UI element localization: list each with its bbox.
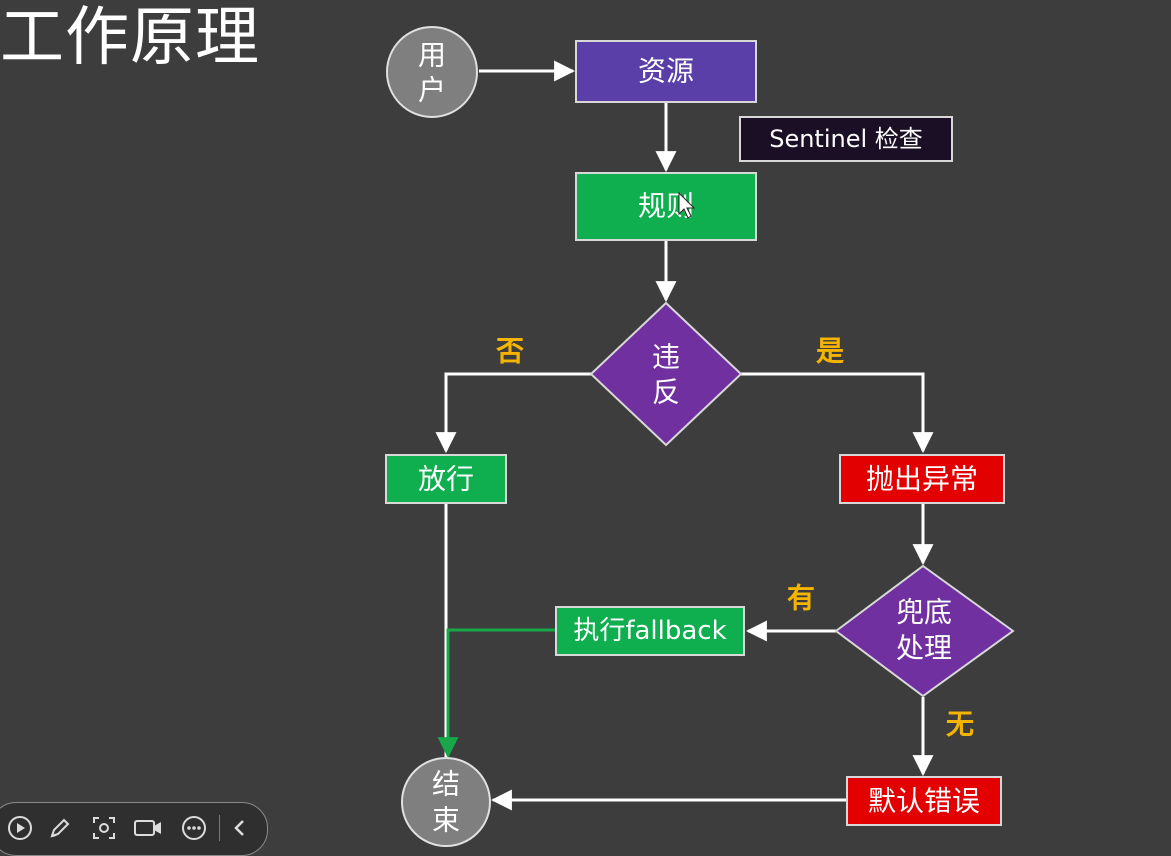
edge-label-none: 无 — [946, 708, 974, 741]
edge-violate-throw — [741, 372, 934, 454]
node-exec-fallback-label: 执行fallback — [573, 616, 726, 646]
page-title: 工作原理 — [0, 1, 260, 75]
pen-icon[interactable] — [47, 815, 73, 841]
edge-label-no: 否 — [496, 335, 524, 368]
node-sentinel-label: Sentinel 检查 — [769, 125, 923, 153]
node-end-line1: 结 — [432, 768, 460, 801]
camera-icon[interactable] — [133, 815, 163, 841]
player-toolbar — [0, 802, 268, 856]
node-throw-label: 抛出异常 — [866, 463, 978, 496]
node-pass-label: 放行 — [418, 463, 474, 496]
node-default-error-label: 默认错误 — [868, 785, 980, 818]
edges — [435, 60, 934, 811]
edge-label-yes: 是 — [816, 335, 844, 368]
node-end-line2: 束 — [432, 804, 460, 837]
node-end: 结 束 — [401, 757, 491, 847]
node-throw: 抛出异常 — [839, 454, 1005, 504]
toolbar-divider — [219, 815, 220, 841]
node-violate-line1: 违 — [652, 341, 680, 374]
node-user-line2: 户 — [418, 74, 446, 107]
node-fallback-check: 兜底 处理 — [834, 564, 1015, 698]
node-rule: 规则 — [575, 172, 757, 241]
node-exec-fallback: 执行fallback — [555, 606, 745, 656]
node-user-line1: 用 — [418, 39, 446, 72]
node-resource-label: 资源 — [638, 55, 694, 88]
edge-exec-end — [437, 628, 556, 759]
edge-violate-pass — [435, 372, 591, 454]
collapse-icon[interactable] — [227, 815, 253, 841]
node-fallback-line2: 处理 — [896, 632, 952, 665]
edge-label-has: 有 — [787, 582, 815, 615]
play-icon[interactable] — [7, 815, 33, 841]
node-resource: 资源 — [575, 40, 757, 103]
node-violate-line2: 反 — [652, 376, 680, 409]
node-default-error: 默认错误 — [846, 776, 1002, 826]
node-violate: 违 反 — [589, 301, 743, 447]
node-user: 用 户 — [386, 26, 478, 118]
more-icon[interactable] — [181, 815, 207, 841]
node-pass: 放行 — [385, 454, 507, 504]
node-fallback-line1: 兜底 — [896, 596, 952, 629]
mouse-cursor-icon — [678, 191, 696, 219]
node-sentinel-check: Sentinel 检查 — [739, 116, 953, 162]
screenshot-icon[interactable] — [91, 815, 117, 841]
